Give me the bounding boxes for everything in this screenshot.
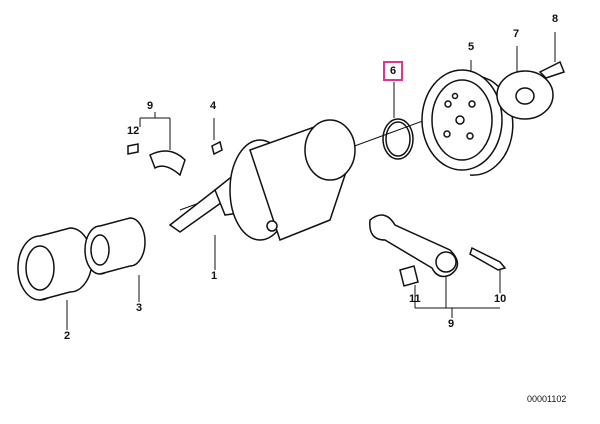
pin-part-12 xyxy=(127,143,139,155)
bolt-part-10 xyxy=(469,246,507,271)
callout-10[interactable]: 10 xyxy=(494,293,507,305)
callout-4[interactable]: 4 xyxy=(210,100,217,112)
callout-3[interactable]: 3 xyxy=(136,302,143,314)
callout-11[interactable]: 11 xyxy=(409,293,421,305)
callout-1[interactable]: 1 xyxy=(211,270,218,282)
callout-9-lower[interactable]: 9 xyxy=(448,318,455,330)
pulley-part-5 xyxy=(421,69,514,176)
bolt-part-8 xyxy=(538,60,565,79)
key-part-4 xyxy=(211,140,223,156)
bushing-part-11 xyxy=(399,265,419,287)
callout-2[interactable]: 2 xyxy=(64,330,71,342)
callout-5[interactable]: 5 xyxy=(468,41,475,53)
diagram-code: 00001102 xyxy=(527,394,567,404)
o-ring-part-6 xyxy=(382,118,414,160)
callout-7[interactable]: 7 xyxy=(513,28,520,40)
connecting-rod-part-9 xyxy=(369,214,459,278)
crankshaft-part-1 xyxy=(168,119,356,241)
sprocket-part-3 xyxy=(84,217,146,275)
callout-6-highlighted[interactable]: 6 xyxy=(383,61,403,81)
bearing-shell-part-9 xyxy=(149,150,186,177)
bearing-part-2 xyxy=(17,227,93,301)
flange-part-7 xyxy=(496,70,554,120)
callout-12[interactable]: 12 xyxy=(127,125,140,137)
callout-8[interactable]: 8 xyxy=(552,13,559,25)
callout-9-upper[interactable]: 9 xyxy=(147,100,154,112)
